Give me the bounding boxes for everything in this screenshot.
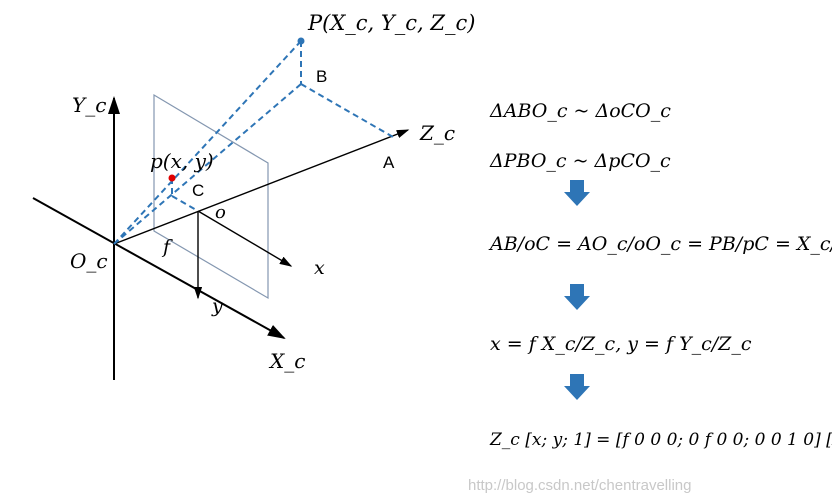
label-img-y: y xyxy=(211,295,223,317)
xc-axis xyxy=(32,197,286,339)
point-P xyxy=(297,37,305,45)
down-arrow-icons xyxy=(564,180,590,400)
watermark: http://blog.csdn.net/chentravelling xyxy=(468,477,691,494)
image-plane xyxy=(153,93,269,300)
label-f: f xyxy=(161,236,173,258)
label-o: o xyxy=(215,202,226,223)
label-C: C xyxy=(192,181,204,200)
equation-similar-2: ΔPBO_c ~ ΔpCO_c xyxy=(489,150,671,172)
label-Zc: Z_c xyxy=(419,121,455,145)
label-P: P(X_c, Y_c, Z_c) xyxy=(307,11,475,35)
point-p-image xyxy=(168,174,176,182)
label-A: A xyxy=(383,153,395,172)
dashed-construction-lines xyxy=(113,40,394,245)
equation-similar-1: ΔABO_c ~ ΔoCO_c xyxy=(489,100,671,122)
equation-matrix: Z_c [x; y; 1] = [f 0 0 0; 0 f 0 0; 0 0 1… xyxy=(489,430,832,450)
label-p-image: p(x, y) xyxy=(150,149,214,173)
label-img-x: x xyxy=(314,257,325,279)
zc-axis xyxy=(113,129,410,245)
label-Xc: X_c xyxy=(268,349,305,373)
image-x-axis xyxy=(197,210,293,267)
label-Oc: O_c xyxy=(70,249,108,273)
equation-projection: x = f X_c/Z_c, y = f Y_c/Z_c xyxy=(490,333,752,355)
label-B: B xyxy=(316,67,327,86)
label-Yc: Y_c xyxy=(72,93,106,117)
equation-ratio-chain: AB/oC = AO_c/oO_c = PB/pC = X_c/x = Z_c/… xyxy=(488,233,832,255)
